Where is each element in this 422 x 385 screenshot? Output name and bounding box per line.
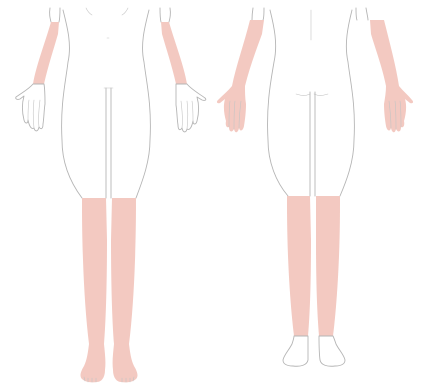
front-right-hand-finger-1 [192,101,193,121]
front-view-figure [16,8,206,382]
front-left-hand-finger-2 [33,100,34,128]
front-right-foot [113,344,138,382]
back-torso-outline-right [340,10,354,196]
back-upper-arm-right-inner [356,8,357,20]
front-chest-right [122,8,128,15]
front-right-lower-leg [111,198,136,344]
front-chest-left [86,8,92,15]
back-torso-outline [268,10,288,196]
front-right-forearm [161,22,187,84]
back-left-forearm [232,20,264,86]
front-upper-arm-left-outline [50,8,51,22]
front-right-hand [176,84,206,132]
front-left-hand [16,84,45,131]
back-right-foot [319,336,345,366]
back-buttock-line-left [296,94,310,96]
front-left-hand-finger-1 [28,100,29,120]
front-torso-outline [62,10,82,198]
front-left-hand-finger-3 [39,100,40,127]
front-upper-arm-right-inner [160,8,161,22]
back-right-hand [384,86,413,132]
back-left-hand [217,86,246,132]
front-left-foot [81,344,106,382]
front-right-hand-finger-3 [181,101,182,128]
back-upper-arm-left-inner [263,8,264,20]
front-right-hand-finger-2 [187,101,188,129]
back-upper-arm-left-outline [252,8,253,20]
front-left-lower-leg [82,198,107,344]
back-right-forearm [370,20,399,86]
back-buttock-line-right [314,94,328,96]
front-upper-arm-right-outline [169,8,170,22]
front-torso-outline-right [136,10,150,198]
back-left-lower-leg [287,196,311,336]
back-right-lower-leg [316,196,340,336]
back-view-figure [217,8,413,366]
back-left-foot [283,336,308,366]
back-upper-arm-right-outline [366,8,368,20]
front-left-forearm [33,22,59,84]
front-upper-arm-left-inner [59,8,60,22]
